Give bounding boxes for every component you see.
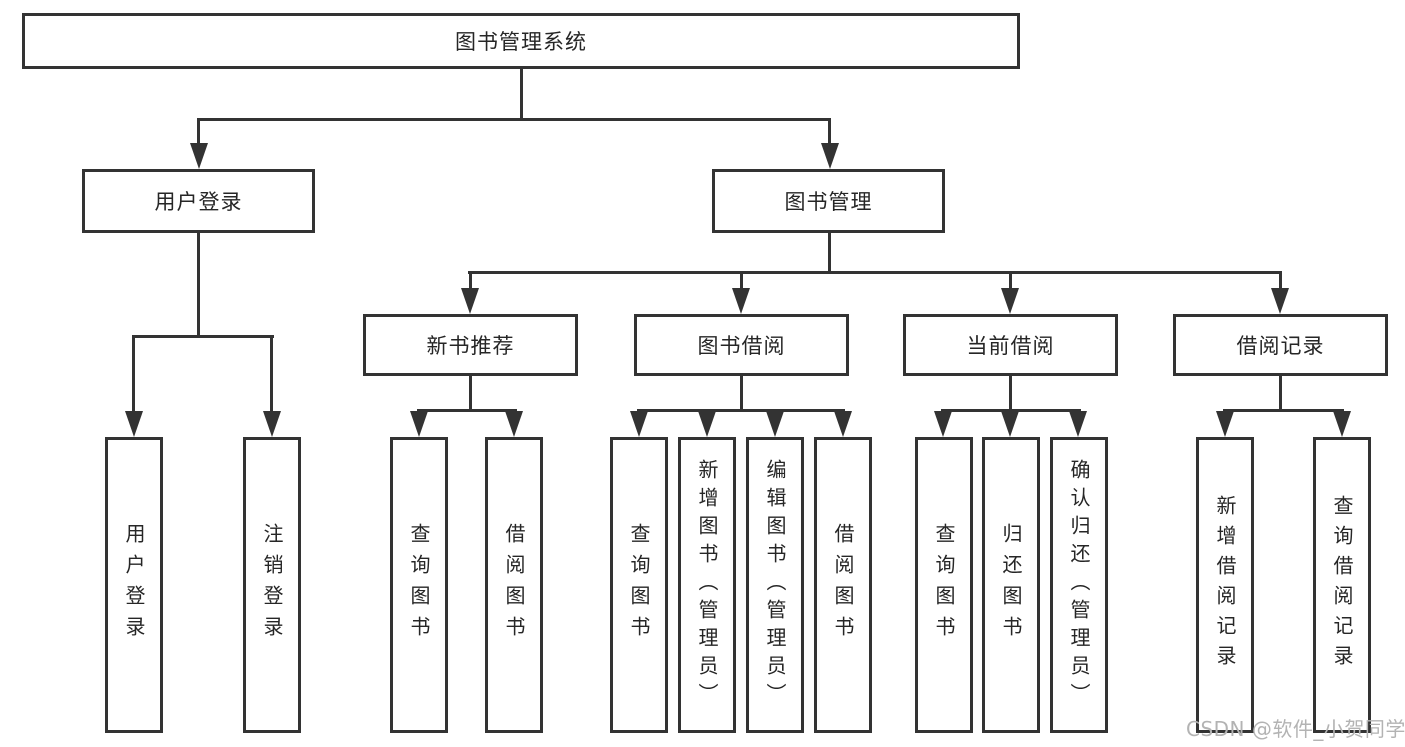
- arrowhead-query-record: [1333, 411, 1351, 437]
- node-library-management-system: 图书管理系统: [22, 13, 1020, 69]
- connector-book-management-stem: [828, 233, 831, 273]
- leaf-label: 查询图书: [627, 523, 651, 647]
- leaf-query-books-recommend: 查询图书: [390, 437, 448, 733]
- node-current-borrowing: 当前借阅: [903, 314, 1118, 376]
- arrowhead-user-login: [190, 143, 208, 169]
- leaf-query-books-borrowing: 查询图书: [610, 437, 668, 733]
- leaf-label: 确认归还（管理员）: [1067, 459, 1091, 711]
- connector-new-book-stem: [469, 376, 472, 412]
- arrowhead-query-books-2: [630, 411, 648, 437]
- leaf-label: 查询图书: [407, 523, 431, 647]
- node-book-management: 图书管理: [712, 169, 945, 233]
- leaf-label: 查询图书: [932, 523, 956, 647]
- leaf-query-borrow-record: 查询借阅记录: [1313, 437, 1371, 733]
- csdn-watermark: CSDN @软件_小贺同学: [1186, 717, 1405, 741]
- node-new-book-recommendation: 新书推荐: [363, 314, 578, 376]
- connector-new-book-branch: [417, 409, 517, 412]
- connector-current-borrowing-stem: [1009, 376, 1012, 412]
- arrowhead-leaf-user-login: [125, 411, 143, 437]
- arrowhead-leaf-logout: [263, 411, 281, 437]
- node-user-login: 用户登录: [82, 169, 315, 233]
- leaf-label: 用户登录: [122, 523, 146, 647]
- arrowhead-book-management: [821, 143, 839, 169]
- arrowhead-borrow-books-2: [834, 411, 852, 437]
- node-label: 图书管理: [784, 190, 873, 214]
- arrowhead-book-borrowing: [732, 288, 750, 314]
- leaf-add-borrow-record: 新增借阅记录: [1196, 437, 1254, 733]
- connector-root-branch: [197, 118, 831, 121]
- connector-drop-borrowing-records: [1279, 271, 1282, 293]
- leaf-label: 借阅图书: [502, 523, 526, 647]
- node-label: 新书推荐: [426, 334, 515, 358]
- arrowhead-new-book: [461, 288, 479, 314]
- node-label: 当前借阅: [966, 334, 1055, 358]
- leaf-label: 查询借阅记录: [1330, 495, 1354, 675]
- connector-drop-user-login: [197, 118, 200, 148]
- leaf-label: 新增图书（管理员）: [695, 459, 719, 711]
- connector-drop-leaf-user-login: [132, 335, 135, 415]
- connector-user-login-branch: [132, 335, 274, 338]
- connector-borrowing-records-stem: [1279, 376, 1282, 412]
- connector-drop-current-borrowing: [1009, 271, 1012, 293]
- leaf-label: 归还图书: [999, 523, 1023, 647]
- arrowhead-query-books-1: [410, 411, 428, 437]
- node-label: 用户登录: [154, 190, 243, 214]
- connector-drop-book-borrowing: [740, 271, 743, 293]
- node-label: 图书借阅: [697, 334, 786, 358]
- leaf-edit-books-admin: 编辑图书（管理员）: [746, 437, 804, 733]
- leaf-label: 借阅图书: [831, 523, 855, 647]
- leaf-label: 编辑图书（管理员）: [763, 459, 787, 711]
- leaf-logout: 注销登录: [243, 437, 301, 733]
- connector-book-borrowing-stem: [740, 376, 743, 412]
- connector-borrowing-records-branch: [1223, 409, 1344, 412]
- connector-book-management-branch: [468, 271, 1282, 274]
- arrowhead-current-borrowing: [1001, 288, 1019, 314]
- connector-drop-new-book: [469, 271, 472, 293]
- leaf-confirm-return-admin: 确认归还（管理员）: [1050, 437, 1108, 733]
- node-label: 借阅记录: [1236, 334, 1325, 358]
- leaf-borrow-books-recommend: 借阅图书: [485, 437, 543, 733]
- node-label: 图书管理系统: [455, 30, 587, 54]
- connector-drop-leaf-logout: [270, 335, 273, 415]
- connector-book-borrowing-branch: [637, 409, 845, 412]
- connector-root-stem: [520, 69, 523, 118]
- node-book-borrowing: 图书借阅: [634, 314, 849, 376]
- node-borrowing-records: 借阅记录: [1173, 314, 1388, 376]
- arrowhead-return-books: [1001, 411, 1019, 437]
- leaf-query-books-current: 查询图书: [915, 437, 973, 733]
- arrowhead-query-books-3: [934, 411, 952, 437]
- arrowhead-edit-books: [766, 411, 784, 437]
- arrowhead-add-books: [698, 411, 716, 437]
- arrowhead-confirm-return: [1069, 411, 1087, 437]
- leaf-return-books: 归还图书: [982, 437, 1040, 733]
- arrowhead-add-record: [1216, 411, 1234, 437]
- connector-user-login-stem: [197, 233, 200, 337]
- arrowhead-borrow-books-1: [505, 411, 523, 437]
- leaf-label: 新增借阅记录: [1213, 495, 1237, 675]
- leaf-label: 注销登录: [260, 523, 284, 647]
- connector-drop-book-management: [828, 118, 831, 148]
- leaf-user-login: 用户登录: [105, 437, 163, 733]
- arrowhead-borrowing-records: [1271, 288, 1289, 314]
- leaf-add-books-admin: 新增图书（管理员）: [678, 437, 736, 733]
- leaf-borrow-books-borrowing: 借阅图书: [814, 437, 872, 733]
